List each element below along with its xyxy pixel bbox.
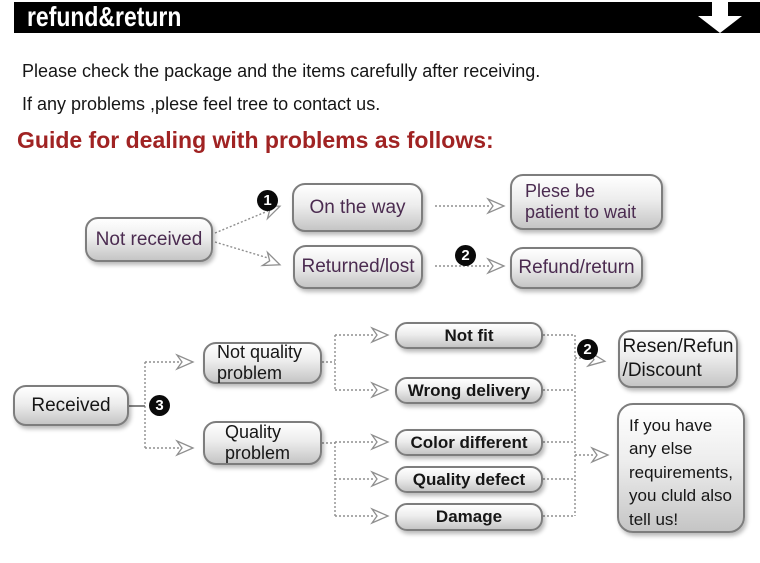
connector-not-received-to-on-the-way — [214, 210, 269, 234]
node-not-fit: Not fit — [395, 322, 543, 349]
connector-received-branch — [144, 361, 179, 449]
node-received: Received — [13, 385, 129, 426]
node-refund-return: Refund/return — [510, 247, 643, 289]
step-badge-1: 1 — [257, 190, 278, 211]
node-on-the-way: On the way — [292, 183, 423, 232]
banner: refund&return — [14, 2, 760, 33]
node-patient-to-wait: Plese be patient to wait — [510, 174, 663, 230]
intro-line-2: If any problems ,plese feel tree to cont… — [22, 94, 381, 114]
node-returned-lost: Returned/lost — [293, 245, 423, 289]
guide-heading: Guide for dealing with problems as follo… — [17, 127, 494, 153]
connector-not-quality-branch — [322, 334, 373, 391]
connector-not-received-to-returned-lost — [214, 241, 269, 259]
node-other-requirements-note: If you have any else requirements, you c… — [617, 403, 745, 533]
node-not-quality-problem: Not quality problem — [203, 342, 322, 384]
down-arrow-head — [698, 16, 742, 33]
connector-quality-branch — [322, 441, 373, 517]
banner-title: refund&return — [27, 1, 182, 32]
node-resend-refund-discount: Resen/Refun /Discount — [618, 330, 738, 388]
step-badge-2-received: 2 — [577, 339, 598, 360]
node-not-received: Not received — [85, 217, 213, 262]
intro-line-1: Please check the package and the items c… — [22, 61, 541, 81]
step-badge-2: 2 — [455, 245, 476, 266]
node-quality-problem: Quality problem — [203, 421, 322, 465]
node-damage: Damage — [395, 503, 543, 531]
down-arrow-icon — [698, 0, 742, 33]
node-quality-defect: Quality defect — [395, 466, 543, 493]
node-color-different: Color different — [395, 429, 543, 456]
node-wrong-delivery: Wrong delivery — [395, 377, 543, 404]
step-badge-3: 3 — [149, 395, 170, 416]
down-arrow-stem — [712, 0, 728, 16]
connector-right-collector — [543, 334, 576, 517]
